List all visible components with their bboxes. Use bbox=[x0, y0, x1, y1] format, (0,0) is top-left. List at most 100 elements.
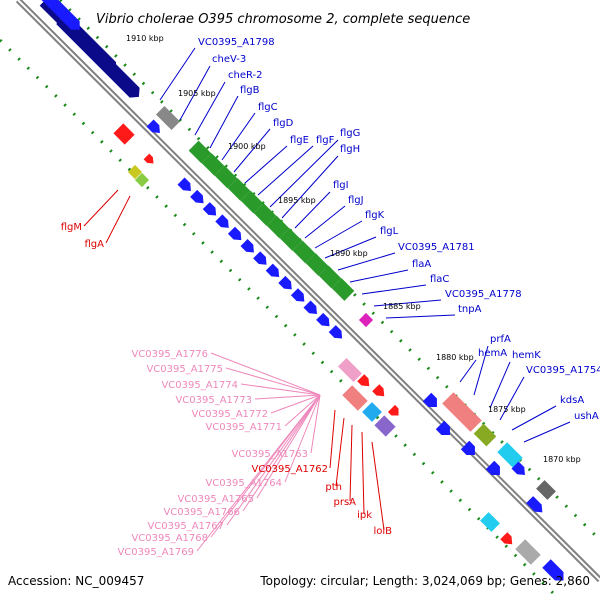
gene-green-1-shape bbox=[188, 140, 212, 164]
label-blue-17: flaC bbox=[430, 274, 449, 285]
label-blue-8-leader bbox=[257, 145, 314, 196]
gene-blue-r1 bbox=[422, 392, 437, 407]
label-blue-1-leader bbox=[159, 47, 196, 101]
label-pink-10-leader bbox=[242, 394, 321, 512]
label-red-6: ipk bbox=[357, 510, 372, 521]
kbp-tick-label: 1905 kbp bbox=[178, 89, 216, 98]
label-blue-16-leader bbox=[349, 269, 409, 283]
gene-blue-row-11 bbox=[303, 300, 317, 314]
gene-blue-row-2 bbox=[190, 189, 204, 204]
gene-blue-row-9 bbox=[278, 275, 292, 290]
gene-blue-top bbox=[40, 0, 80, 30]
label-pink-13-leader bbox=[196, 394, 321, 552]
gene-blue-row-6 bbox=[240, 239, 254, 253]
label-pink-8: VC0395_A1764 bbox=[205, 478, 282, 489]
label-blue-21-leader bbox=[473, 345, 489, 396]
label-blue-12-leader bbox=[304, 205, 346, 239]
gene-green-10-shape bbox=[305, 253, 329, 276]
label-pink-2-leader bbox=[225, 367, 321, 396]
gene-grey-1-shape bbox=[155, 105, 181, 131]
gene-green-9 bbox=[292, 240, 316, 264]
gene-blue-low bbox=[542, 559, 564, 581]
label-pink-3: VC0395_A1774 bbox=[161, 380, 238, 391]
label-pink-13: VC0395_A1769 bbox=[117, 547, 194, 558]
map-title: Vibrio cholerae O395 chromosome 2, compl… bbox=[96, 12, 470, 27]
gene-red-c1 bbox=[357, 374, 370, 387]
gene-blue-row-3-shape bbox=[202, 202, 217, 216]
label-blue-18-leader bbox=[373, 299, 442, 307]
gene-blue-r2-shape bbox=[435, 420, 450, 435]
gene-green-1 bbox=[188, 140, 212, 164]
gene-blue-row-11-shape bbox=[303, 300, 317, 314]
gene-salmon-shape bbox=[342, 385, 368, 411]
gene-green-2-shape bbox=[201, 153, 225, 176]
gene-blue-row-7 bbox=[253, 251, 267, 265]
gene-blue-row-10-shape bbox=[290, 288, 305, 302]
gene-blue-row-5 bbox=[227, 226, 242, 241]
gene-blue-row-7-shape bbox=[253, 251, 267, 265]
gene-blue-r6 bbox=[526, 496, 543, 513]
gene-grey-low bbox=[515, 539, 541, 565]
label-blue-13-leader bbox=[314, 220, 363, 249]
label-blue-7-leader bbox=[244, 145, 288, 184]
label-blue-24-leader bbox=[511, 405, 557, 431]
gene-blue-row-13-shape bbox=[328, 325, 343, 339]
label-blue-10-leader bbox=[281, 155, 339, 219]
gene-blue-row-1 bbox=[177, 177, 191, 191]
label-pink-12: VC0395_A1768 bbox=[131, 533, 208, 544]
label-red-2-leader bbox=[105, 195, 131, 244]
gene-cyan-r-shape bbox=[497, 442, 523, 468]
gene-cyan-low bbox=[480, 512, 500, 532]
label-pink-1: VC0395_A1776 bbox=[131, 349, 208, 360]
gene-magenta-shape bbox=[358, 312, 374, 328]
label-pink-8-leader bbox=[284, 394, 321, 483]
label-blue-2: cheV-3 bbox=[212, 54, 246, 65]
gene-grey-r bbox=[536, 480, 556, 500]
gene-red-c2-shape bbox=[372, 384, 385, 397]
gene-blue-row-3 bbox=[202, 202, 217, 216]
label-blue-11-leader bbox=[294, 191, 331, 229]
gene-salmon-r-shape bbox=[442, 392, 482, 432]
label-pink-5-leader bbox=[270, 394, 321, 414]
label-red-6-leader bbox=[361, 431, 365, 515]
gene-green-6 bbox=[253, 203, 277, 226]
gene-green-7-shape bbox=[266, 215, 290, 239]
gene-labels: VC0395_A1798cheV-3cheR-2flgBflgCflgDflgE… bbox=[61, 37, 600, 558]
label-blue-3-leader bbox=[194, 81, 226, 136]
label-pink-11: VC0395_A1767 bbox=[147, 521, 224, 532]
gene-red-c2 bbox=[372, 384, 385, 397]
label-pink-11-leader bbox=[226, 394, 321, 526]
gene-red-c3 bbox=[387, 404, 399, 416]
gene-blue-r6-shape bbox=[526, 496, 543, 513]
gene-red-low bbox=[500, 532, 513, 545]
gene-green-4 bbox=[227, 178, 251, 201]
label-blue-24: kdsA bbox=[560, 395, 584, 406]
label-pink-4-leader bbox=[254, 394, 321, 400]
gene-green-3 bbox=[214, 165, 238, 189]
label-red-2: flgA bbox=[85, 239, 105, 250]
label-blue-1: VC0395_A1798 bbox=[198, 37, 275, 48]
label-blue-5: flgC bbox=[258, 102, 278, 113]
kbp-tick-label: 1870 kbp bbox=[543, 455, 581, 464]
gene-green-5 bbox=[240, 190, 264, 214]
gene-olive-shape bbox=[473, 423, 497, 447]
gene-blue-r3 bbox=[460, 440, 475, 455]
label-blue-6: flgD bbox=[273, 118, 294, 129]
gene-green-8-shape bbox=[279, 228, 303, 251]
label-red-5-leader bbox=[349, 424, 353, 502]
label-blue-18: VC0395_A1778 bbox=[445, 289, 522, 300]
kbp-tick-label: 1890 kbp bbox=[330, 249, 368, 258]
label-blue-22: hemK bbox=[512, 350, 541, 361]
label-blue-12: flgJ bbox=[348, 195, 364, 206]
gene-grey-1 bbox=[155, 105, 181, 131]
label-blue-2-leader bbox=[179, 65, 211, 121]
gene-red-flgM-shape bbox=[113, 123, 135, 145]
label-blue-9: flgG bbox=[340, 128, 360, 139]
gene-blue-row-1-shape bbox=[177, 177, 191, 191]
gene-navy-2 bbox=[56, 14, 140, 98]
gene-salmon-r bbox=[442, 392, 482, 432]
label-blue-11: flgI bbox=[333, 180, 349, 191]
topology-text: Topology: circular; Length: 3,024,069 bp… bbox=[259, 574, 590, 588]
